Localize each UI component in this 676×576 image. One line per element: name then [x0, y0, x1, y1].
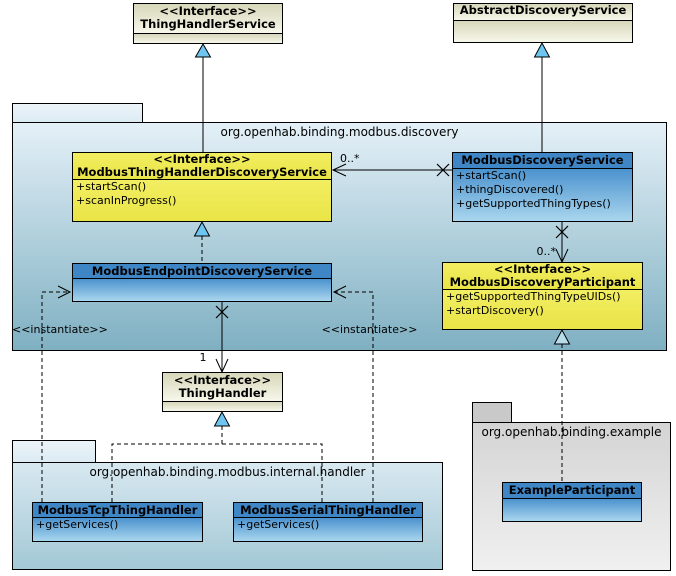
class-name: ModbusDiscoveryService — [461, 153, 624, 167]
empty-compartment — [454, 20, 632, 42]
instantiate-label: <<instantiate>> — [12, 323, 108, 336]
method: +startScan() — [76, 180, 147, 193]
package-handler-tab — [12, 440, 96, 463]
empty-compartment — [134, 33, 282, 43]
class-name: ModbusEndpointDiscoveryService — [91, 264, 313, 278]
class-abstract-discovery-service: AbstractDiscoveryService — [453, 3, 633, 43]
stereotype-label: <<Interface>> — [153, 153, 251, 166]
method: +startScan() — [456, 169, 527, 182]
class-name: ThingHandler — [178, 386, 267, 400]
method: +getServices() — [36, 518, 119, 531]
class-name: ModbusThingHandlerDiscoveryService — [77, 165, 327, 179]
class-name: ExampleParticipant — [508, 483, 636, 497]
multiplicity-label: 0..* — [536, 245, 557, 258]
method: +getSupportedThingTypeUIDs() — [446, 290, 621, 303]
class-modbus-discovery-service: ModbusDiscoveryService +startScan() +thi… — [452, 152, 633, 222]
package-handler-title: org.openhab.binding.modbus.internal.hand… — [89, 465, 366, 479]
empty-compartment — [163, 401, 282, 411]
open-arrowhead-icon — [215, 358, 229, 374]
class-thing-handler-service: <<Interface>> ThingHandlerService — [133, 3, 283, 44]
generalization-triangle-icon — [533, 41, 551, 58]
generalization-triangle-icon — [194, 42, 212, 58]
package-example-tab — [472, 402, 512, 423]
package-discovery-tab — [12, 103, 143, 123]
class-name: ModbusSerialThingHandler — [240, 503, 416, 517]
stereotype-label: <<Interface>> — [159, 4, 257, 18]
multiplicity-label: 0..* — [340, 152, 360, 165]
interface-thing-handler: <<Interface>> ThingHandler — [162, 372, 283, 412]
instantiate-label: <<instantiate>> — [321, 323, 418, 336]
class-name: ModbusDiscoveryParticipant — [449, 275, 636, 289]
class-modbus-tcp-thing-handler: ModbusTcpThingHandler +getServices() — [32, 502, 203, 542]
class-modbus-serial-thing-handler: ModbusSerialThingHandler +getServices() — [233, 502, 423, 542]
class-name: ThingHandlerService — [140, 17, 276, 31]
method: +scanInProgress() — [76, 194, 177, 207]
interface-modbus-thing-handler-discovery-service: <<Interface>> ModbusThingHandlerDiscover… — [72, 152, 332, 222]
empty-compartment — [503, 498, 641, 521]
class-modbus-endpoint-discovery-service: ModbusEndpointDiscoveryService — [72, 263, 332, 302]
method: +getSupportedThingTypes() — [456, 197, 611, 210]
stereotype-label: <<Interface>> — [493, 263, 592, 276]
stereotype-label: <<Interface>> — [173, 373, 272, 387]
class-example-participant: ExampleParticipant — [502, 482, 642, 522]
class-name: AbstractDiscoveryService — [459, 4, 627, 17]
method: +thingDiscovered() — [456, 183, 564, 196]
method: +getServices() — [237, 518, 320, 531]
package-example-title: org.openhab.binding.example — [481, 425, 662, 439]
class-name: ModbusTcpThingHandler — [37, 503, 198, 517]
package-discovery-title: org.openhab.binding.modbus.discovery — [220, 125, 459, 139]
method: +startDiscovery() — [446, 304, 544, 317]
empty-compartment — [73, 278, 331, 301]
realization-triangle-icon — [213, 410, 231, 427]
interface-modbus-discovery-participant: <<Interface>> ModbusDiscoveryParticipant… — [442, 262, 643, 330]
multiplicity-label: 1 — [199, 351, 207, 364]
